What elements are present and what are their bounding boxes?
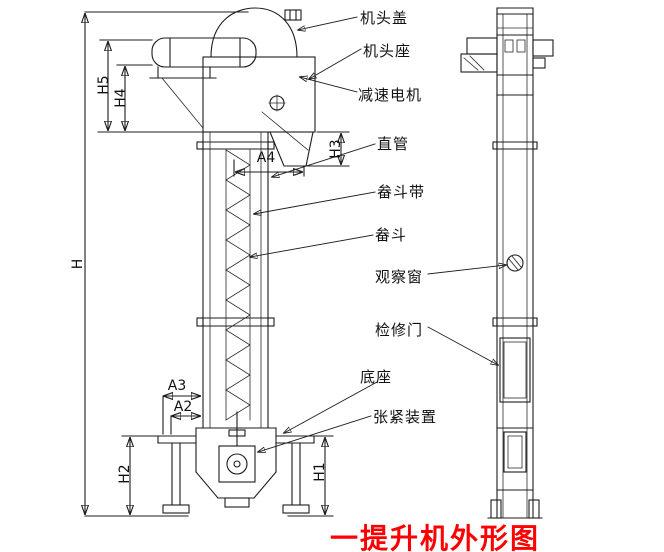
label-inspection-door: 检修门 <box>375 323 424 339</box>
label-head-cover: 机头盖 <box>360 11 409 27</box>
dim-h: H <box>70 258 86 270</box>
dim-h3: H3 <box>328 139 344 159</box>
label-straight-pipe: 直管 <box>377 137 410 153</box>
dim-a2: A2 <box>173 399 193 415</box>
label-observation-window: 观察窗 <box>375 270 424 286</box>
label-tension-device: 张紧装置 <box>373 410 438 426</box>
dim-h5: H5 <box>96 75 112 95</box>
inspection-door-shape <box>499 337 531 403</box>
dim-a3: A3 <box>167 378 187 394</box>
tension-device-shape <box>218 445 256 483</box>
front-view <box>149 7 316 514</box>
label-bucket-belt: 畚斗带 <box>377 185 426 201</box>
vent-cap-shape <box>284 9 302 21</box>
dimension-lines <box>85 11 350 517</box>
figure-title: 一提升机外形图 <box>330 524 541 552</box>
leader-lines <box>250 16 506 452</box>
side-view <box>460 7 554 519</box>
dim-h1: H1 <box>312 462 328 482</box>
head-cover-shape <box>210 7 298 58</box>
head-seat-shape <box>202 56 316 133</box>
label-head-seat: 机头座 <box>363 44 412 60</box>
dim-h4: H4 <box>113 88 129 108</box>
label-base: 底座 <box>360 370 393 386</box>
label-bucket: 畚斗 <box>375 228 408 244</box>
bucket-belt-shape <box>225 149 251 421</box>
dim-h2: H2 <box>117 464 133 484</box>
dim-a4: A4 <box>256 150 276 166</box>
observation-window-shape <box>506 254 524 272</box>
label-gear-motor: 减速电机 <box>358 88 423 104</box>
gear-motor-shape <box>151 37 257 68</box>
